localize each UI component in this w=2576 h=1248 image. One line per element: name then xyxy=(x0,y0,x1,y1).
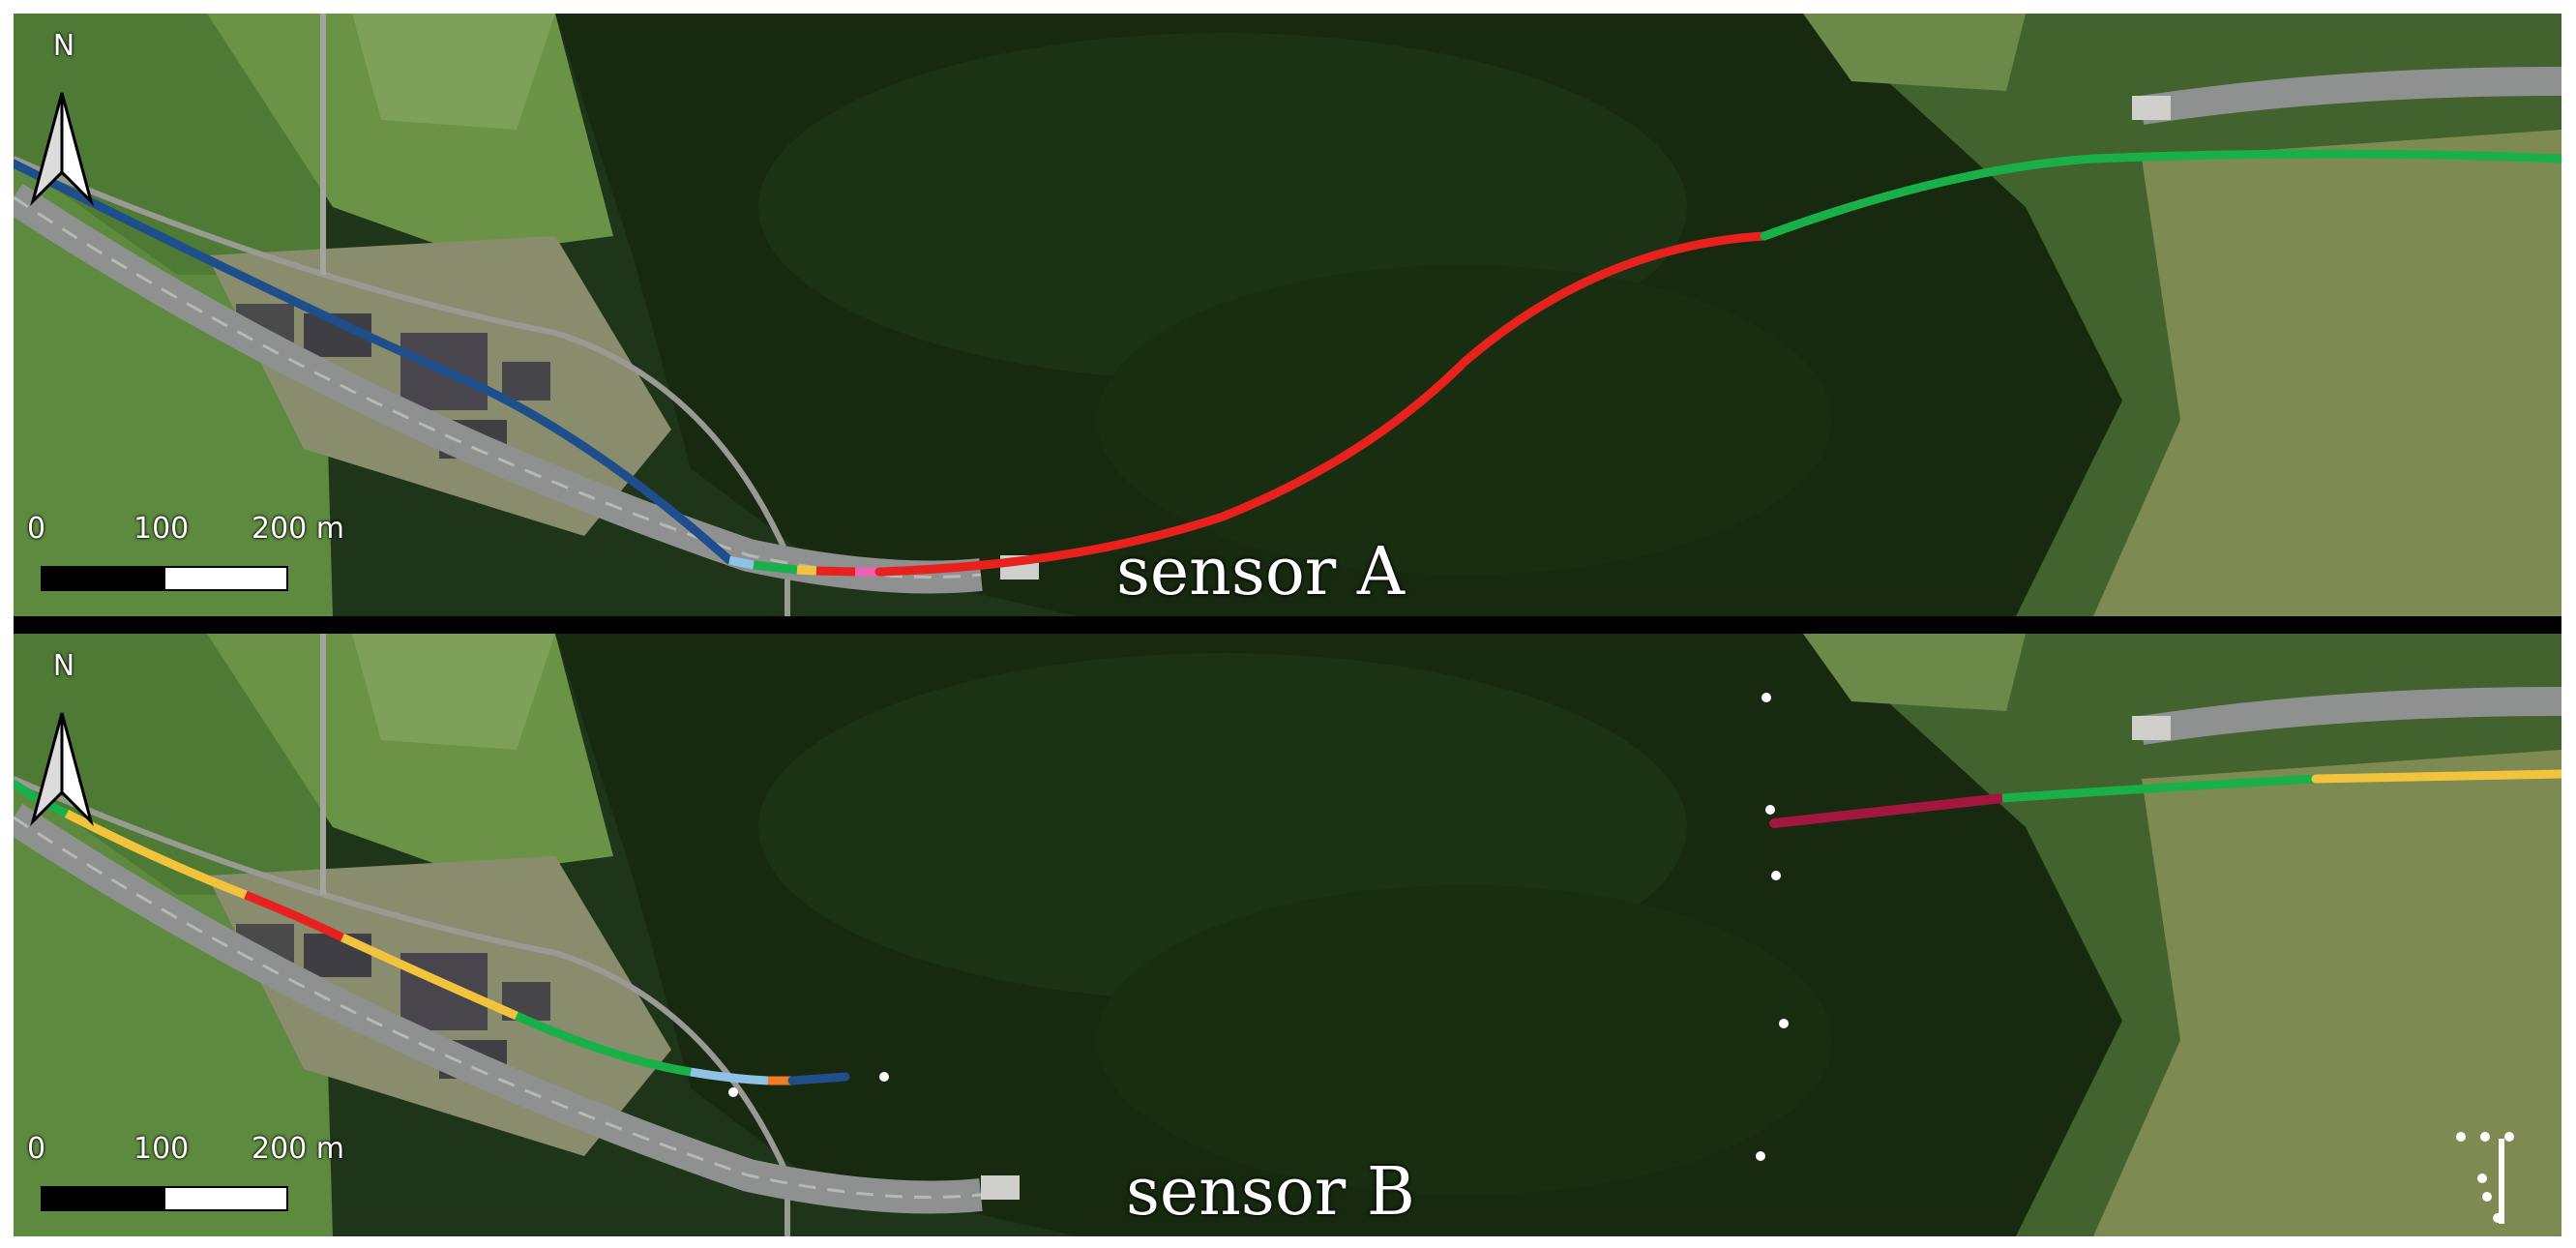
scale-bar: 0 100 200 m xyxy=(27,1132,344,1229)
scale-label-200: 200 m xyxy=(252,1132,345,1166)
satellite-map-a xyxy=(14,14,2561,616)
satellite-map-b xyxy=(14,634,2561,1236)
panel-separator xyxy=(14,616,2561,634)
scale-bar-black-segment xyxy=(41,566,165,591)
scale-label-0: 0 xyxy=(27,1132,46,1166)
sensor-label: sensor A xyxy=(1116,534,1405,610)
scale-label-100: 100 xyxy=(133,1132,190,1166)
scale-label-0: 0 xyxy=(27,512,46,546)
sensor-label: sensor B xyxy=(1126,1154,1415,1231)
north-label: N xyxy=(52,649,75,683)
north-label: N xyxy=(52,29,75,63)
scale-label-100: 100 xyxy=(133,512,190,546)
scale-bar-white-segment xyxy=(163,1186,288,1211)
scale-label-200: 200 m xyxy=(252,512,345,546)
north-arrow-icon xyxy=(30,712,94,827)
scale-bar: 0 100 200 m xyxy=(27,512,344,609)
map-panel-sensor-a: N 0 100 200 m sensor A xyxy=(14,14,2561,616)
map-panel-sensor-b: N 0 100 200 m sensor B xyxy=(14,634,2561,1236)
scale-bar-white-segment xyxy=(163,566,288,591)
scale-bar-black-segment xyxy=(41,1186,165,1211)
north-arrow-icon xyxy=(30,92,94,207)
